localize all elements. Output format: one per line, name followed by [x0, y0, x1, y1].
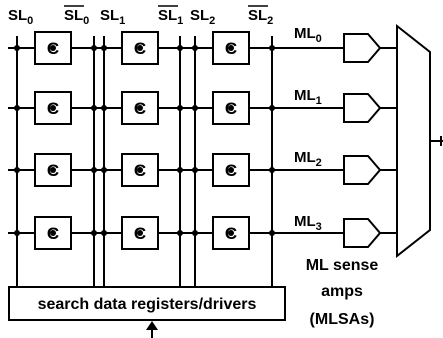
search-line-label-text: SL0 — [8, 7, 33, 27]
search-line-sub: 2 — [209, 15, 215, 27]
ml-sense-amps — [343, 33, 382, 248]
sense-amp-3 — [343, 218, 382, 248]
sl-dot-r2-2 — [101, 167, 107, 173]
sense-amp-0 — [343, 33, 382, 63]
match-line-label-3: ML3 — [294, 213, 322, 233]
match-line-sub: 3 — [316, 221, 322, 233]
sl-dot-r2-5 — [269, 167, 275, 173]
sl-dot-r2-0 — [14, 167, 20, 173]
sl-dot-r3-3 — [177, 230, 183, 236]
search-line-base: SL — [190, 7, 209, 24]
sl-dot-r1-2 — [101, 105, 107, 111]
match-line-sub: 1 — [316, 95, 322, 107]
sl-dot-r1-4 — [192, 105, 198, 111]
match-line-base: ML — [294, 87, 316, 104]
sense-amp-2 — [343, 155, 382, 185]
ml-dot-r1-c2 — [228, 105, 234, 111]
sl-dot-r3-0 — [14, 230, 20, 236]
sl-dot-r3-2 — [101, 230, 107, 236]
match-line-base: ML — [294, 25, 316, 42]
sl-dot-r0-2 — [101, 45, 107, 51]
ml-dot-r2-c2 — [228, 167, 234, 173]
sl-dot-r0-5 — [269, 45, 275, 51]
sl-dot-r2-3 — [177, 167, 183, 173]
sl-dot-r0-1 — [91, 45, 97, 51]
search-line-sub: 2 — [267, 15, 273, 27]
sl-dot-r1-5 — [269, 105, 275, 111]
search-line-label-1: SL0 — [64, 5, 89, 27]
cam-cell-r0-c2: C — [195, 31, 272, 65]
match-line-label-2: ML2 — [294, 149, 322, 169]
search-line-label-5: SL2 — [248, 5, 273, 27]
sl-dot-r0-3 — [177, 45, 183, 51]
cam-cell-r2-c2: C — [195, 153, 272, 187]
search-line-label-3: SL1 — [158, 5, 183, 27]
search-line-label-text: SL2 — [248, 7, 273, 27]
junction-dots — [14, 45, 275, 236]
search-line-label-0: SL0 — [8, 7, 33, 27]
search-line-label-4: SL2 — [190, 7, 215, 27]
search-line-sub: 1 — [119, 15, 125, 27]
search-line-sub: 0 — [27, 15, 33, 27]
search-data-input-arrow — [146, 321, 158, 330]
search-line-sub: 1 — [177, 15, 183, 27]
sl-dot-r2-1 — [91, 167, 97, 173]
sl-dot-r3-5 — [269, 230, 275, 236]
search-line-label-text: SL0 — [64, 7, 89, 27]
mlsa-caption-line-2: amps — [321, 283, 363, 300]
search-line-base: SL — [248, 7, 267, 24]
match-line-sub: 0 — [316, 33, 322, 45]
search-data-box — [8, 286, 286, 321]
ml-dot-r3-c2 — [228, 230, 234, 236]
sl-dot-r0-4 — [192, 45, 198, 51]
search-line-base: SL — [64, 7, 83, 24]
ml-dot-r1-c1 — [137, 105, 143, 111]
search-line-label-text: SL1 — [100, 7, 125, 27]
sense-amp-1 — [343, 93, 382, 123]
ml-dot-r3-c1 — [137, 230, 143, 236]
sl-dot-r0-0 — [14, 45, 20, 51]
sl-dot-r1-0 — [14, 105, 20, 111]
match-line-base: ML — [294, 213, 316, 230]
match-line-label-1: ML1 — [294, 87, 322, 107]
ml-dot-r2-c1 — [137, 167, 143, 173]
match-line-base: ML — [294, 149, 316, 166]
mlsa-caption-line-1: ML sense — [306, 257, 379, 274]
search-line-base: SL — [158, 7, 177, 24]
sl-dot-r3-1 — [91, 230, 97, 236]
match-line-label-0: ML0 — [294, 25, 322, 45]
sl-dot-r1-1 — [91, 105, 97, 111]
search-line-label-text: SL1 — [158, 7, 183, 27]
mlsa-caption-line-3: (MLSAs) — [310, 311, 375, 328]
ml-dot-r2-c0 — [50, 167, 56, 173]
search-data-box-label: search data registers/drivers — [38, 296, 257, 313]
ml-dot-r3-c0 — [50, 230, 56, 236]
encoder-trapezoid — [396, 23, 431, 259]
search-line-base: SL — [100, 7, 119, 24]
ml-dot-r0-c0 — [50, 45, 56, 51]
ml-dot-r0-c1 — [137, 45, 143, 51]
sl-dot-r2-4 — [192, 167, 198, 173]
search-line-label-text: SL2 — [190, 7, 215, 27]
sl-dot-r1-3 — [177, 105, 183, 111]
search-line-base: SL — [8, 7, 27, 24]
ml-dot-r1-c0 — [50, 105, 56, 111]
search-line-label-2: SL1 — [100, 7, 125, 27]
search-line-sub: 0 — [83, 15, 89, 27]
ml-dot-r0-c2 — [228, 45, 234, 51]
sl-dot-r3-4 — [192, 230, 198, 236]
cam-cells: CCCCCCCCCCCC — [17, 31, 272, 250]
match-line-sub: 2 — [316, 157, 322, 169]
